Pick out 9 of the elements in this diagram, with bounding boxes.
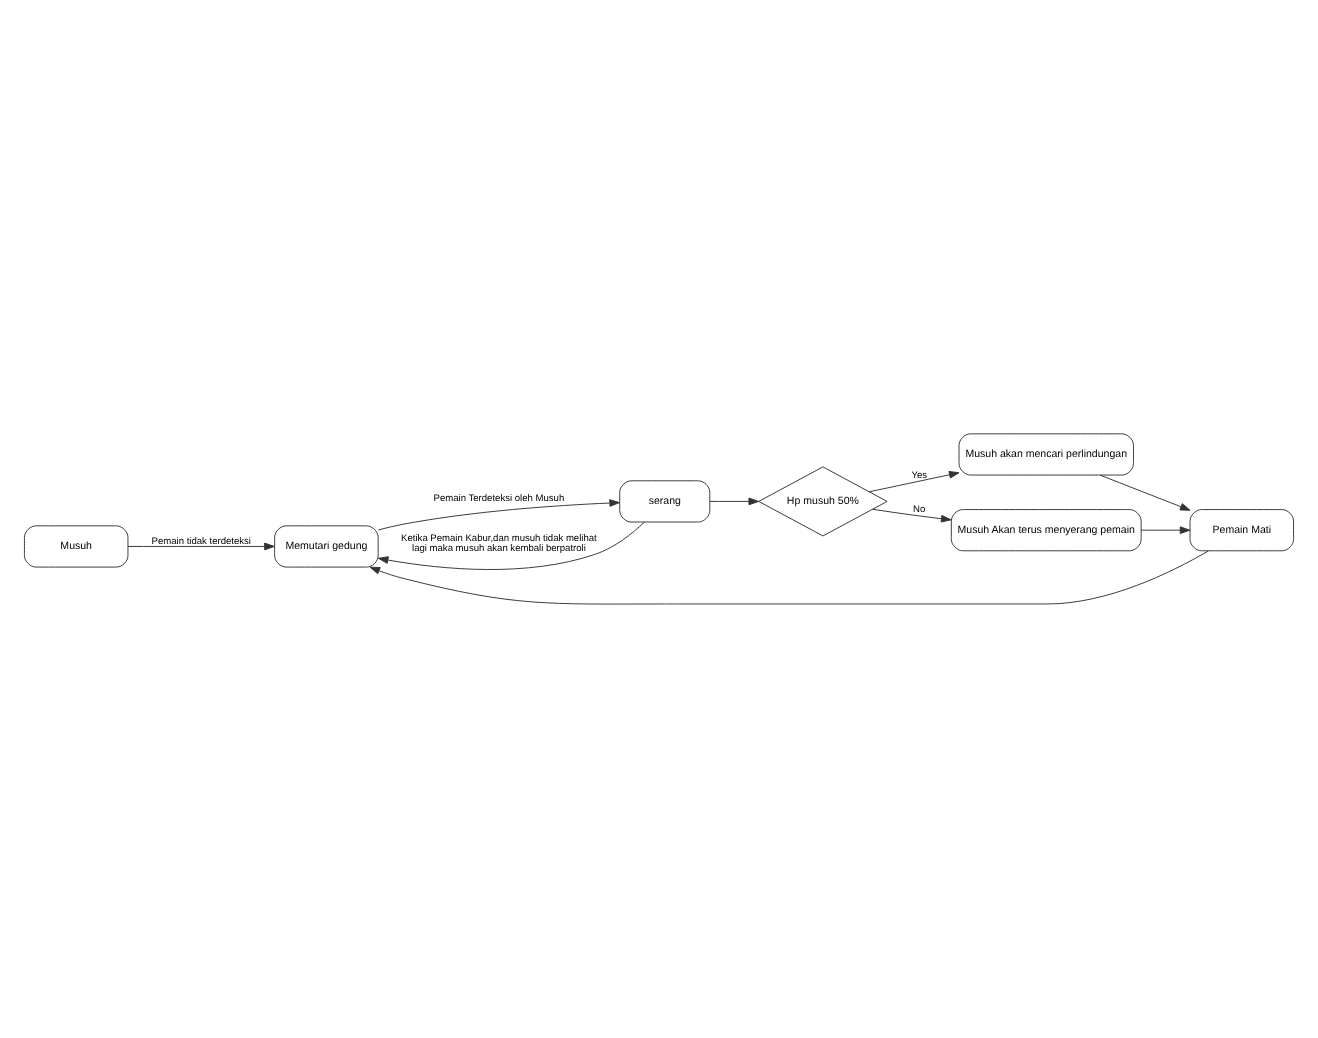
arrow — [369, 550, 1209, 605]
arrow — [1099, 474, 1191, 511]
arrow — [127, 542, 275, 551]
arrow — [872, 508, 952, 523]
arrow — [377, 521, 645, 570]
arrow — [1140, 526, 1191, 534]
arrow — [378, 499, 620, 531]
arrow — [709, 497, 759, 506]
arrow — [869, 470, 960, 493]
